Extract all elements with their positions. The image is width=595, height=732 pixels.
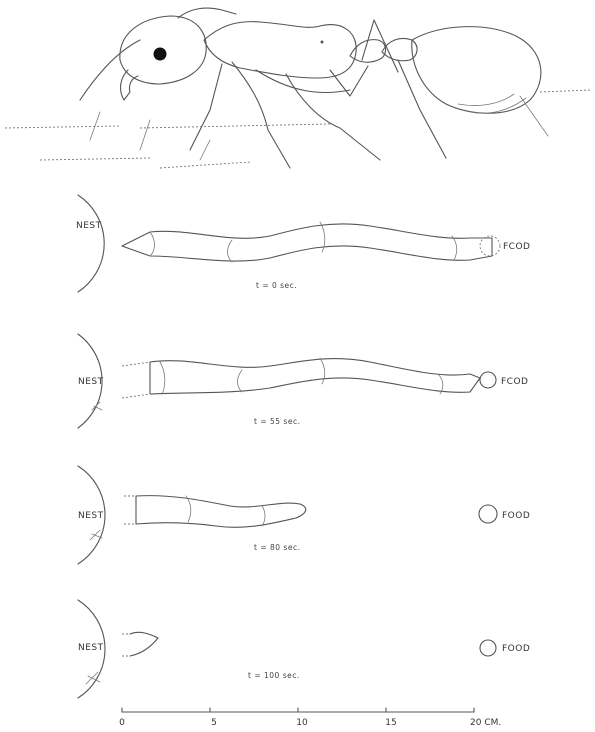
food-source-icon xyxy=(479,505,497,523)
food-source-icon xyxy=(480,372,496,388)
nest-boundary xyxy=(78,195,104,292)
ant-trail xyxy=(136,496,306,528)
food-label: FCOD xyxy=(503,242,530,252)
nest-label: NEST xyxy=(78,511,104,521)
distance-scale: 0 5 10 15 20 CM. xyxy=(119,708,501,728)
food-label: FOOD xyxy=(502,511,530,521)
ant-trail xyxy=(150,359,480,394)
trail-panel-1: NEST FCOD t = 0 sec. xyxy=(76,195,530,292)
scale-tick-label: 5 xyxy=(211,718,217,728)
food-source-icon xyxy=(480,640,496,656)
time-label: t = 55 sec. xyxy=(254,417,300,426)
nest-label: NEST xyxy=(78,643,104,653)
ant-illustration xyxy=(5,8,590,168)
ant-trail xyxy=(130,632,158,656)
trail-panel-2: NEST FCOD t = 55 sec. xyxy=(78,334,528,428)
ant-eye-icon xyxy=(154,48,167,61)
time-label: t = 0 sec. xyxy=(256,281,297,290)
nest-label: NEST xyxy=(76,221,102,231)
time-label: t = 100 sec. xyxy=(248,671,300,680)
trail-panel-3: NEST FOOD t = 80 sec. xyxy=(78,466,530,564)
scale-tick-label: 20 CM. xyxy=(470,718,501,728)
food-label: FCOD xyxy=(501,377,528,387)
nest-label: NEST xyxy=(78,377,104,387)
food-label: FOOD xyxy=(502,644,530,654)
ant-trail xyxy=(122,224,492,261)
scale-tick-label: 0 xyxy=(119,718,125,728)
scale-tick-label: 10 xyxy=(296,718,308,728)
food-source-icon xyxy=(480,236,500,256)
time-label: t = 80 sec. xyxy=(254,543,300,552)
scale-tick-label: 15 xyxy=(385,718,396,728)
trail-panel-4: NEST FOOD t = 100 sec. xyxy=(78,600,530,698)
